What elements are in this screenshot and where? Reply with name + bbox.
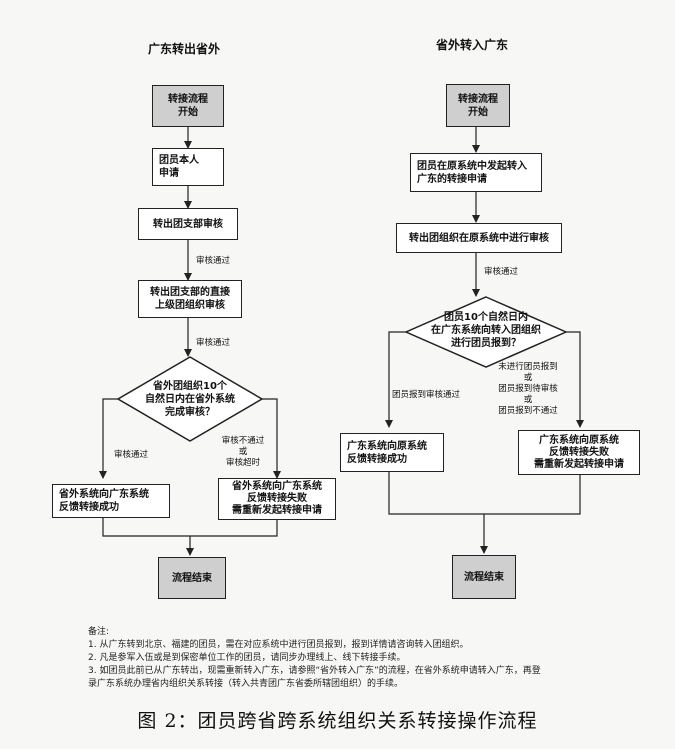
notes-heading: 备注: <box>88 627 110 637</box>
right-decision-line2: 在广东系统向转入团组织 <box>431 325 541 336</box>
right-failure-line1: 广东系统向原系统 <box>539 434 619 446</box>
left-label-pass: 审核通过 <box>114 450 149 460</box>
left-start-line1: 转接流程 <box>168 94 208 105</box>
right-step1-line2: 广东的转接申请 <box>417 173 487 185</box>
left-decision-line2: 自然日内在省外系统 <box>145 394 235 405</box>
left-label-fail: 审核不通过 或 审核超时 <box>218 436 268 469</box>
left-label2: 审核通过 <box>196 338 231 348</box>
right-step1-box: 团员在原系统中发起转入 广东的转接申请 <box>410 153 542 192</box>
left-decision-line1: 省外团组织10个 <box>153 381 227 392</box>
left-failure-box: 省外系统向广东系统 反馈转接失败 需重新发起转接申请 <box>218 478 336 520</box>
left-step3-line1: 转出团支部的直接 <box>150 287 230 298</box>
left-decision-diamond <box>116 356 264 442</box>
left-success-line1: 省外系统向广东系统 <box>59 489 149 500</box>
left-decision-line3: 完成审核？ <box>165 407 215 418</box>
left-start-line2: 开始 <box>178 107 198 118</box>
left-flow-title: 广东转出省外 <box>148 42 221 56</box>
left-success-box: 省外系统向广东系统 反馈转接成功 <box>52 484 170 518</box>
right-decision-line1: 团员10个自然日内 <box>444 312 528 323</box>
right-end-box: 流程结束 <box>452 555 516 599</box>
right-failure-line3: 需重新发起转接申请 <box>534 458 624 470</box>
right-start-line1: 转接流程 <box>458 93 498 105</box>
right-success-box: 广东系统向原系统 反馈转接成功 <box>340 433 444 472</box>
left-step1-line2: 申请 <box>159 168 179 179</box>
right-label-fail: 未进行团员报到 或 团员报到待审核 或 团员报到不通过 <box>492 362 564 417</box>
left-step1-box: 团员本人 申请 <box>152 148 224 186</box>
left-label1: 审核通过 <box>196 256 231 266</box>
left-step2-box: 转出团支部审核 <box>138 208 238 240</box>
left-step1-line1: 团员本人 <box>159 155 199 166</box>
right-start-box: 转接流程 开始 <box>446 84 510 127</box>
right-decision-text: 团员10个自然日内 在广东系统向转入团组织 进行团员报到？ <box>416 311 556 350</box>
notes-section: 备注: 1. 从广东转到北京、福建的团员，需在对应系统中进行团员报到，报到详情请… <box>88 626 648 691</box>
right-label-fail-line1: 未进行团员报到 <box>498 362 558 372</box>
right-step2-box: 转出团组织在原系统中进行审核 <box>396 223 562 253</box>
left-merge-line <box>102 518 278 537</box>
left-step2-text: 转出团支部审核 <box>153 218 223 230</box>
left-arrow-decision-success <box>99 398 118 479</box>
right-decision-diamond <box>404 296 568 368</box>
right-decision-line3: 进行团员报到？ <box>451 338 521 349</box>
left-end-box: 流程结束 <box>158 557 226 599</box>
right-start-line2: 开始 <box>468 106 488 118</box>
left-failure-line2: 反馈转接失败 <box>247 493 307 504</box>
left-arrow-decision-failure <box>262 398 281 479</box>
right-label1: 审核通过 <box>484 267 519 277</box>
left-failure-line1: 省外系统向广东系统 <box>232 481 322 492</box>
left-failure-line3: 需重新发起转接申请 <box>232 505 322 516</box>
right-merge-line <box>388 472 581 515</box>
right-end-text: 流程结束 <box>464 571 504 583</box>
note-item-2: 2. 凡是参军入伍或是到保密单位工作的团员，请同步办理线上、线下转接手续。 <box>88 653 406 663</box>
left-label-fail-line1: 审核不通过 <box>221 436 265 446</box>
left-start-box: 转接流程 开始 <box>152 85 224 127</box>
right-failure-line2: 反馈转接失败 <box>549 446 609 458</box>
right-flow-title: 省外转入广东 <box>436 38 509 52</box>
left-success-line2: 反馈转接成功 <box>59 502 119 513</box>
left-step3-line2: 上级团组织审核 <box>155 300 225 311</box>
right-label-fail-line2: 或 <box>523 373 533 383</box>
right-arrow-decision-failure <box>566 331 584 428</box>
right-success-line1: 广东系统向原系统 <box>347 440 427 452</box>
figure-caption: 图 2：团员跨省跨系统组织关系转接操作流程 <box>137 710 538 732</box>
note-item-3-continued: 录广东系统办理省内组织关系转接（转入共青团广东省委所辖团组织）的手续。 <box>88 679 404 689</box>
note-item-1: 1. 从广东转到北京、福建的团员，需在对应系统中进行团员报到，报到详情请咨询转入… <box>88 640 469 650</box>
right-label-fail-line5: 团员报到不通过 <box>498 406 558 416</box>
left-end-text: 流程结束 <box>172 572 212 584</box>
left-decision-text: 省外团组织10个 自然日内在省外系统 完成审核？ <box>130 380 250 419</box>
right-label-fail-line3: 团员报到待审核 <box>498 384 558 394</box>
note-item-3: 3. 如团员此前已从广东转出，现需重新转入广东，请参照“省外转入广东”的流程，在… <box>88 666 541 676</box>
right-label-pass: 团员报到审核通过 <box>392 390 461 400</box>
right-step2-text: 转出团组织在原系统中进行审核 <box>409 232 549 244</box>
right-success-line2: 反馈转接成功 <box>347 453 407 465</box>
right-label-fail-line4: 或 <box>523 395 533 405</box>
right-failure-box: 广东系统向原系统 反馈转接失败 需重新发起转接申请 <box>518 430 640 475</box>
left-label-fail-line3: 审核超时 <box>225 458 260 468</box>
right-step1-line1: 团员在原系统中发起转入 <box>417 160 527 172</box>
right-arrow-decision-success <box>385 331 406 428</box>
left-step3-box: 转出团支部的直接 上级团组织审核 <box>138 280 242 318</box>
left-label-fail-line2: 或 <box>238 447 248 457</box>
